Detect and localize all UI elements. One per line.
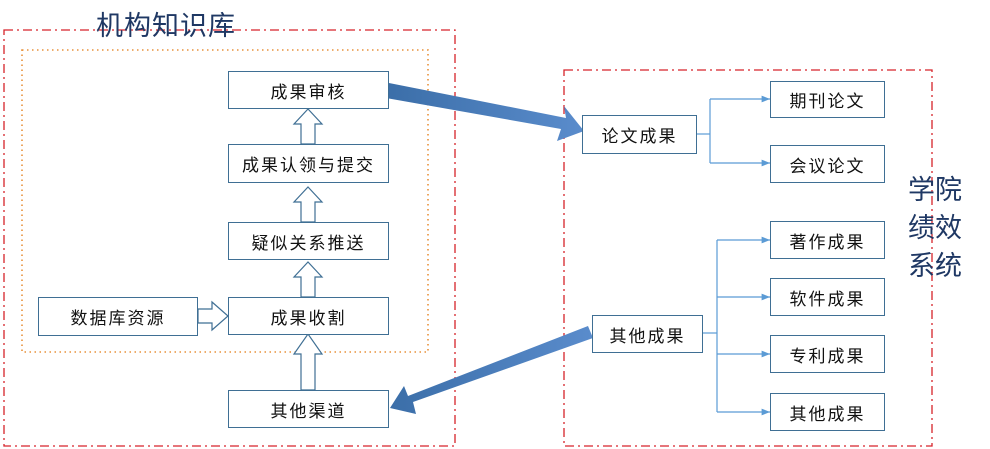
institution-title: 机构知识库 (96, 11, 236, 42)
hollow-arrow-push-to-claim (292, 186, 324, 223)
institution-region-border (3, 29, 456, 447)
hollow-arrow-claim-to-review (292, 108, 324, 145)
performance-region-border (563, 69, 933, 447)
software-results-box[interactable]: 软件成果 (770, 278, 885, 316)
journal-paper-box[interactable]: 期刊论文 (770, 81, 885, 118)
big-arrow-review-to-papers (386, 83, 584, 141)
performance-title: 学院绩效系统 (908, 175, 962, 282)
hollow-arrow-database-to-harvest (197, 300, 229, 332)
patent-results-box[interactable]: 专利成果 (770, 335, 885, 373)
database-resources-box[interactable]: 数据库资源 (38, 297, 198, 336)
institution-core-border (21, 49, 429, 353)
other-type-results-box[interactable]: 其他成果 (770, 393, 885, 431)
big-arrow-other-results-to-channels (390, 326, 593, 414)
hollow-arrow-channels-to-harvest (292, 332, 324, 391)
other-channels-box[interactable]: 其他渠道 (228, 390, 389, 428)
claim-submit-box[interactable]: 成果认领与提交 (228, 144, 389, 183)
harvest-box[interactable]: 成果收割 (228, 297, 389, 335)
review-box[interactable]: 成果审核 (228, 71, 389, 109)
relation-push-box[interactable]: 疑似关系推送 (228, 222, 389, 260)
book-results-box[interactable]: 著作成果 (770, 221, 885, 259)
paper-results-box[interactable]: 论文成果 (582, 115, 697, 154)
hollow-arrow-harvest-to-push (292, 261, 324, 298)
conference-paper-box[interactable]: 会议论文 (770, 145, 885, 183)
other-results-box[interactable]: 其他成果 (592, 315, 703, 353)
